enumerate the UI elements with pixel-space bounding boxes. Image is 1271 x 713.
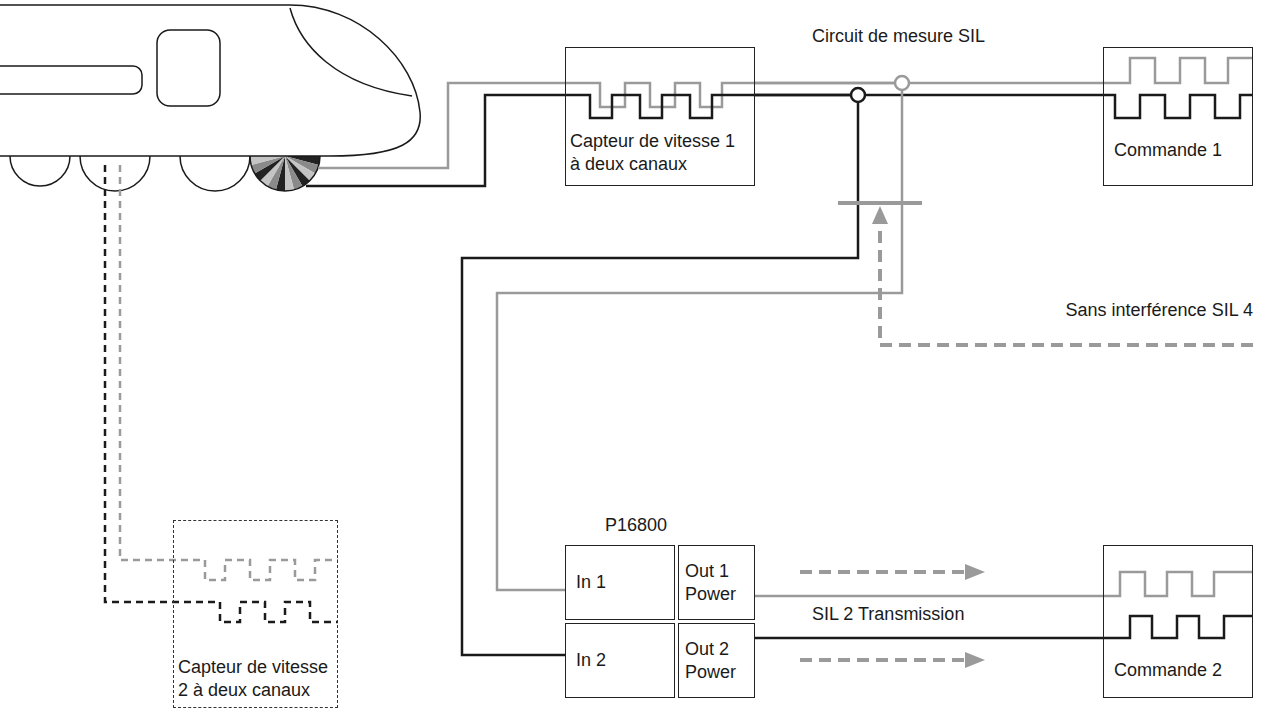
dashed-arrow	[800, 570, 965, 574]
signal-wire	[497, 83, 902, 590]
signal-wire	[755, 595, 1103, 598]
signal-wire	[755, 637, 1103, 640]
arrow-head	[965, 564, 985, 580]
sensor-box: Capteur de vitesse 1 à deux canaux	[565, 47, 755, 186]
node-label: Out 2 Power	[685, 638, 748, 683]
isolation-bar	[838, 201, 922, 205]
train-wheel	[180, 156, 250, 191]
arrow-head	[872, 206, 888, 224]
measure-point	[895, 76, 909, 90]
wheel-sector	[250, 156, 285, 165]
pulse-signal	[120, 165, 338, 580]
train-wheel	[80, 156, 150, 191]
output-cell: Out 2 Power	[678, 623, 755, 698]
node-label: Capteur de vitesse 1 à deux canaux	[570, 130, 738, 175]
device-box: P16800In 1Out 1 PowerIn 2Out 2 Power	[565, 545, 755, 698]
pulse-signal	[1103, 616, 1253, 638]
wheel-sector	[285, 156, 294, 191]
sensor-wire	[306, 95, 565, 186]
pulse-signal	[105, 165, 338, 622]
link-label: SIL 2 Transmission	[812, 604, 964, 626]
node-label: In 2	[576, 649, 606, 672]
node-label: In 1	[576, 571, 606, 594]
input-cell: In 1	[565, 545, 675, 620]
pulse-signal	[1103, 95, 1253, 118]
dashed-arrow	[800, 658, 965, 662]
pulse-signal	[1103, 572, 1253, 596]
input-cell: In 2	[565, 623, 675, 698]
node-label: Commande 2	[1114, 659, 1222, 682]
node-label: Capteur de vitesse 2 à deux canaux	[178, 656, 331, 701]
train-body	[0, 5, 420, 156]
control-box: Commande 1	[1103, 47, 1253, 186]
control-box: Commande 2	[1103, 545, 1253, 698]
train-window	[0, 66, 142, 94]
pulse-signal	[1103, 58, 1253, 83]
device-name: P16800	[605, 514, 667, 537]
output-cell: Out 1 Power	[678, 545, 755, 620]
node-label: Commande 1	[1114, 139, 1222, 162]
measure-label: Circuit de mesure SIL	[812, 26, 985, 48]
train-nose-window	[290, 8, 412, 96]
sensor-box: Capteur de vitesse 2 à deux canaux	[173, 520, 338, 708]
node-label: Out 1 Power	[685, 560, 748, 605]
measure-point	[851, 88, 865, 102]
train-wheel	[10, 156, 70, 186]
pulse-signal	[565, 95, 755, 118]
note-label: Sans interférence SIL 4	[1066, 300, 1253, 322]
arrow-head	[965, 652, 985, 668]
train-door	[157, 30, 220, 106]
dashed-arrow	[880, 222, 1253, 345]
signal-wire	[462, 95, 858, 655]
